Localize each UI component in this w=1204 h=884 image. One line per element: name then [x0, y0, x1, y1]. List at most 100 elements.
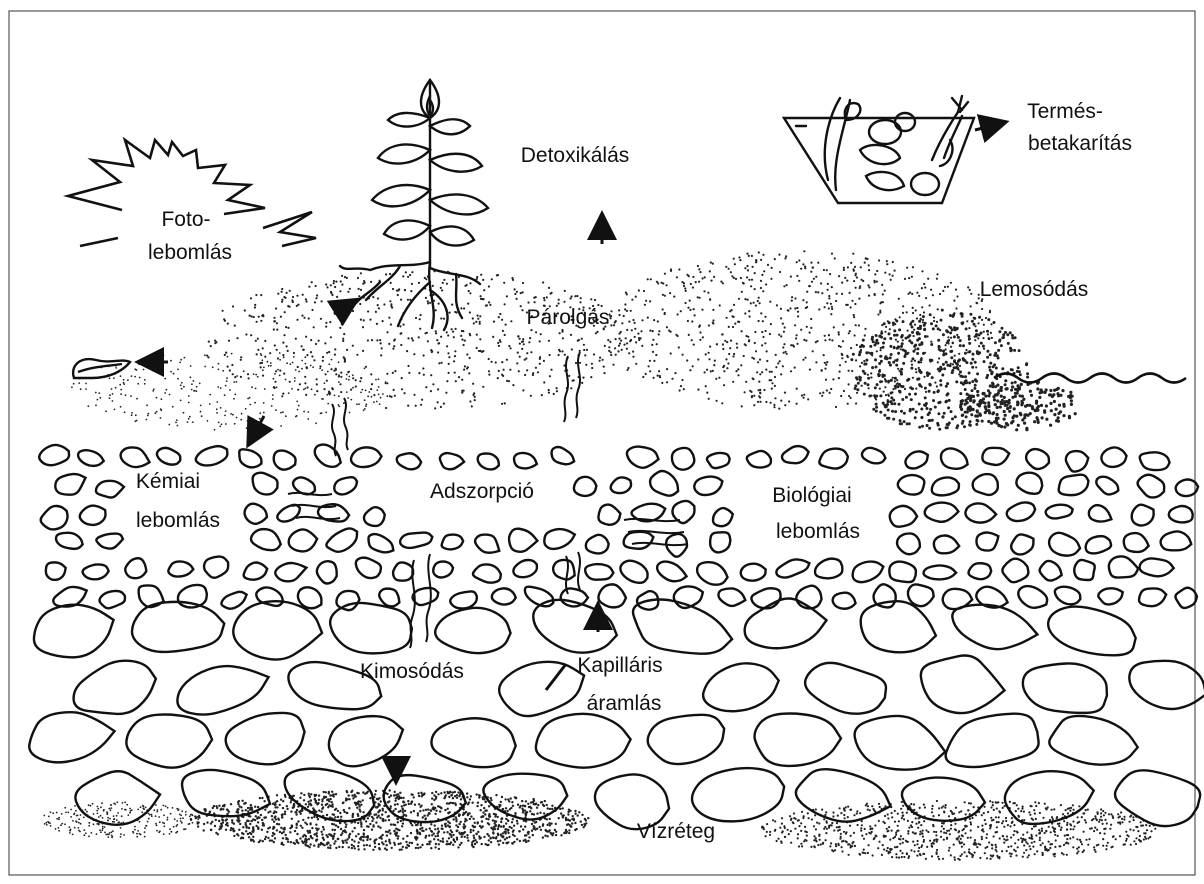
stone — [430, 716, 517, 770]
stone — [818, 447, 849, 471]
stone — [968, 563, 991, 580]
stone — [44, 559, 68, 582]
label-fotolebomlas-line2: lebomlás — [148, 241, 232, 264]
stone — [1056, 471, 1091, 498]
stone — [971, 472, 999, 497]
stone — [896, 472, 925, 496]
arrow-icon — [334, 304, 350, 314]
stone — [542, 525, 577, 551]
label-detoxikalas: Detoxikálás — [521, 144, 630, 167]
stone — [25, 706, 118, 767]
stone — [329, 602, 412, 654]
stone — [1047, 531, 1083, 560]
stone — [171, 656, 273, 722]
stone — [472, 563, 501, 584]
label-vizreteg: Vízréteg — [637, 820, 715, 843]
stone — [1015, 470, 1045, 495]
stone — [669, 444, 698, 473]
stone — [118, 444, 153, 472]
stone — [1139, 558, 1174, 577]
label-lemosodas: Lemosódás — [980, 278, 1089, 301]
label-parolgas: Párolgás — [527, 306, 610, 329]
stone — [573, 476, 597, 497]
stone — [1138, 450, 1170, 472]
stone — [643, 706, 730, 772]
stone — [130, 598, 226, 654]
stone — [287, 528, 318, 554]
stone — [1097, 585, 1125, 607]
stone — [780, 444, 810, 467]
label-kimosodas: Kimosódás — [360, 660, 464, 683]
soil-stones — [25, 441, 1204, 836]
stone — [550, 555, 579, 583]
stone — [254, 584, 286, 610]
stone — [692, 473, 725, 499]
stone — [37, 441, 72, 469]
stone — [317, 502, 350, 523]
stone — [495, 653, 591, 723]
stone — [608, 474, 634, 497]
stone — [54, 529, 85, 551]
water-wave-icon — [994, 374, 1186, 383]
stone — [861, 446, 887, 465]
stone — [382, 773, 468, 825]
stone — [82, 563, 109, 580]
stone — [1047, 713, 1140, 769]
stone — [365, 531, 397, 557]
stone — [441, 533, 464, 550]
stone — [475, 450, 502, 473]
label-termes-line2: betakarítás — [1028, 132, 1132, 155]
stone — [1007, 530, 1037, 559]
stone — [434, 605, 512, 655]
stone — [439, 453, 464, 471]
stone — [903, 448, 931, 472]
stone — [396, 452, 422, 470]
stone — [1000, 556, 1031, 585]
stone — [597, 503, 622, 526]
stone — [965, 502, 997, 524]
stone — [654, 559, 689, 585]
stone — [710, 506, 735, 529]
stone — [235, 446, 265, 471]
stone — [938, 445, 971, 473]
stone — [399, 530, 434, 550]
stone — [1100, 446, 1128, 469]
stone — [168, 561, 193, 576]
stone — [219, 588, 249, 612]
stone — [925, 503, 959, 522]
stone — [294, 583, 326, 613]
stone — [202, 553, 232, 581]
stone — [332, 474, 360, 496]
stone — [311, 441, 345, 471]
stone — [98, 588, 127, 610]
stone — [1128, 500, 1158, 528]
stone — [274, 560, 309, 585]
stone — [313, 558, 341, 586]
stone — [193, 441, 230, 470]
stone — [123, 555, 149, 581]
stone — [626, 593, 737, 664]
stone — [242, 502, 269, 527]
stone — [77, 501, 109, 529]
stone — [1037, 559, 1065, 584]
stone — [472, 530, 504, 559]
stone — [813, 557, 844, 581]
stone — [52, 468, 89, 499]
stone — [585, 534, 609, 554]
label-biologiai-line2: lebomlás — [776, 520, 860, 543]
stone — [1064, 449, 1090, 474]
stone — [432, 560, 454, 579]
stone — [850, 557, 887, 585]
stone — [1137, 586, 1168, 609]
stone — [534, 710, 633, 771]
stone — [352, 555, 383, 581]
stone — [95, 479, 125, 499]
stone — [126, 714, 213, 769]
stone — [350, 447, 382, 468]
stone — [491, 587, 516, 605]
stone — [981, 445, 1011, 468]
stone — [850, 709, 949, 776]
stone — [155, 445, 183, 468]
stone — [974, 528, 1003, 555]
